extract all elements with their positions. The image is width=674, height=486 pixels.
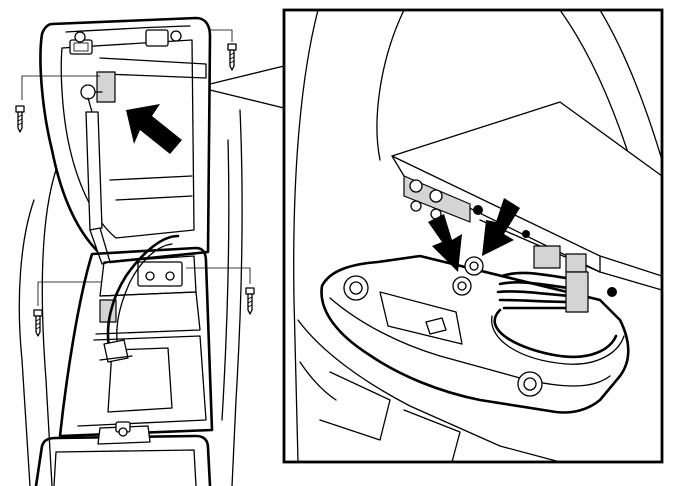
console-lid [39,16,212,264]
wiring-harness [491,271,625,365]
arrow-icon [428,214,462,272]
detail-frame [282,8,664,464]
screw-icon [227,43,237,71]
screw-icon [33,309,43,337]
arrow-icon [126,104,182,154]
console-body [58,246,214,438]
arrow-icon [482,198,520,256]
lid-latch [96,71,116,103]
console-tray [320,254,630,414]
mounting-boss [343,275,369,301]
gas-strut [85,97,111,265]
mounting-boss [452,276,472,296]
cable-harness [106,234,180,354]
screw-icon [245,287,255,315]
electronics-module [391,101,662,277]
overview-illustration [15,16,285,486]
screw-icon [15,105,25,133]
detail-callout [282,8,664,464]
mounting-boss [464,256,484,276]
mounting-boss [517,371,543,397]
